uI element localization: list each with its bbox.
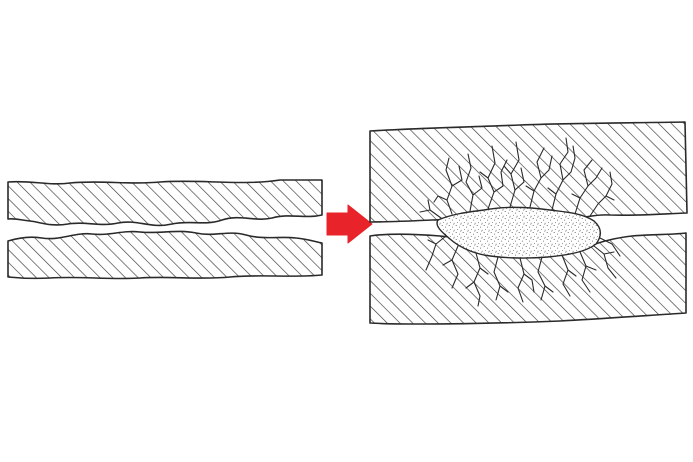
- right-panel-cracked: [369, 121, 688, 325]
- lower-cracks: [425, 235, 621, 307]
- left-upper-layer: [7, 179, 323, 227]
- arrow-right-icon: [326, 204, 373, 244]
- left-lower-layer: [7, 230, 323, 280]
- left-panel-intact: [7, 179, 323, 280]
- upper-cracks: [419, 137, 615, 219]
- right-upper-layer: [369, 121, 688, 223]
- filled-cavity: [436, 206, 601, 259]
